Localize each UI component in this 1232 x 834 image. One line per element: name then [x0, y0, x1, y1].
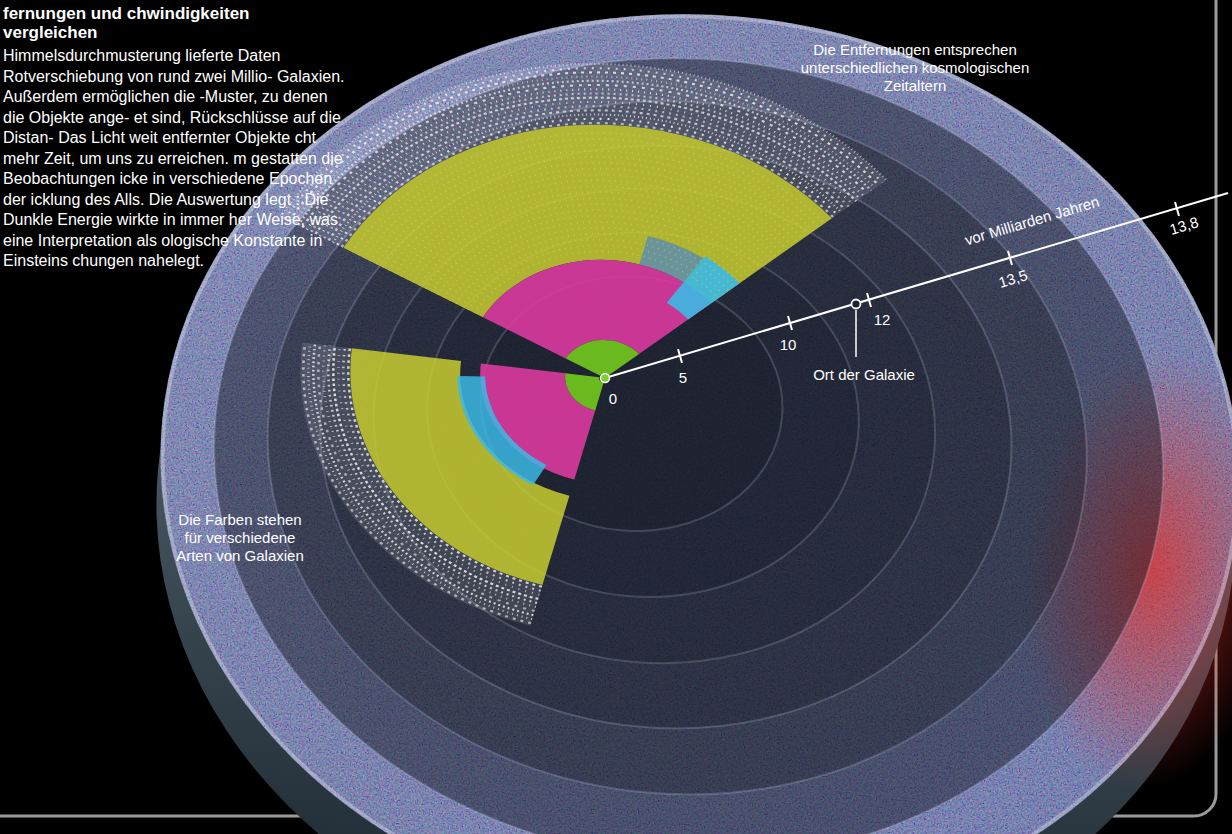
blue-patch: [638, 235, 705, 283]
axis-tick: [867, 293, 871, 307]
time-axis: [601, 193, 1229, 383]
galaxy-speckle: [342, 101, 840, 290]
galaxy-speckle: [311, 68, 867, 279]
axis-value: 0: [609, 390, 617, 408]
axis-value: 10: [780, 336, 797, 354]
axis-tick: [1175, 202, 1179, 216]
galaxy-speckle: [401, 163, 787, 309]
galaxy-speckle: [377, 137, 809, 301]
galaxy-speckle: [419, 182, 770, 315]
galaxy-speckle: [316, 73, 864, 281]
axis-value: 13,5: [996, 266, 1029, 292]
axis-tick: [678, 349, 682, 363]
galaxy-speckle: [395, 157, 793, 308]
galaxy-speckle: [320, 347, 560, 595]
galaxy-speckle: [438, 202, 755, 322]
galaxy-speckle: [431, 195, 759, 319]
galaxy-speckle: [304, 345, 557, 607]
annotation-note: Die Entfernungen entsprechen unterschied…: [795, 41, 1035, 95]
galaxy-speckle: [407, 169, 781, 311]
galaxy-fans: [247, 36, 894, 653]
galaxy-speckle: [330, 348, 561, 587]
galaxy-speckle: [298, 345, 556, 611]
panel-body-text: Himmelsdurchmusterung lieferte Daten Rot…: [3, 46, 348, 272]
galaxy-speckle: [450, 214, 744, 325]
axis-value: 12: [874, 311, 891, 329]
galaxy-speckle: [364, 124, 819, 297]
galaxy-speckle: [462, 227, 733, 330]
galaxy-speckle: [289, 45, 886, 271]
axis-line: [605, 193, 1228, 378]
galaxy-speckle: [329, 87, 852, 285]
galaxy-speckle: [425, 189, 765, 318]
galaxy-speckle: [352, 112, 830, 293]
origin-dot: [601, 374, 610, 383]
galaxy-speckle: [383, 144, 804, 303]
galaxy-speckle: [314, 346, 558, 599]
galaxy-speckle: [288, 343, 555, 619]
axis-tick: [1008, 251, 1012, 265]
galaxy-speckle: [468, 234, 727, 332]
galaxy-speckle: [298, 55, 879, 275]
axis-value: 13,8: [1167, 213, 1200, 239]
galaxy-speckle: [325, 348, 560, 591]
annotation-note: Die Farben stehen für verschiedene Arten…: [173, 511, 308, 565]
galaxy-speckle: [320, 78, 859, 283]
axis-value: 5: [679, 369, 687, 387]
galaxy-marker: [852, 300, 861, 309]
galaxy-speckle: [282, 343, 553, 623]
galaxy-speckle: [474, 240, 721, 334]
cyan-patch: [448, 374, 553, 486]
panel-heading: fernungen und chwindigkeiten vergleichen: [3, 4, 343, 42]
galaxy-speckle: [294, 50, 883, 273]
axis-title: vor Milliarden Jahren: [963, 193, 1102, 250]
galaxy-speckle: [302, 59, 874, 276]
axis-tick: [788, 316, 792, 330]
shell: [181, 19, 1197, 834]
callout-label: Ort der Galaxie: [813, 366, 915, 384]
galaxy-speckle: [389, 150, 798, 305]
galaxy-speckle: [370, 131, 814, 299]
green-core: [565, 337, 640, 379]
time-shells: [181, 19, 1197, 834]
galaxy-speckle: [358, 118, 825, 295]
green-core: [562, 373, 604, 411]
leader-line: [855, 310, 857, 357]
galaxy-speckle: [456, 221, 738, 328]
galaxy-speckle: [444, 208, 749, 324]
